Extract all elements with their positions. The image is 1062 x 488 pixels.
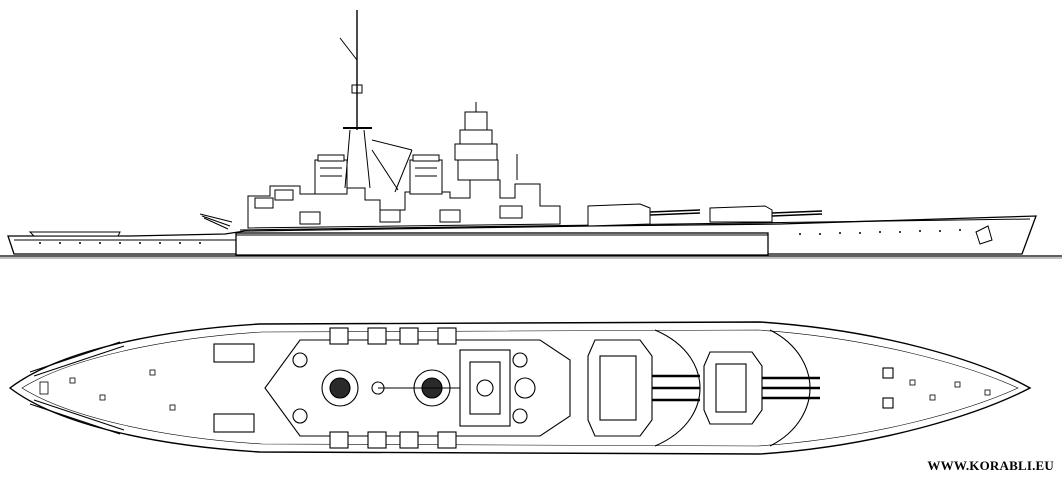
plan-view — [8, 321, 1032, 455]
porthole-row — [39, 229, 961, 244]
secondary-turrets — [292, 327, 536, 449]
deck-fittings — [39, 369, 991, 411]
side-profile-view — [0, 10, 1062, 259]
site-watermark: WWW.KORABLI.EU — [927, 458, 1054, 473]
